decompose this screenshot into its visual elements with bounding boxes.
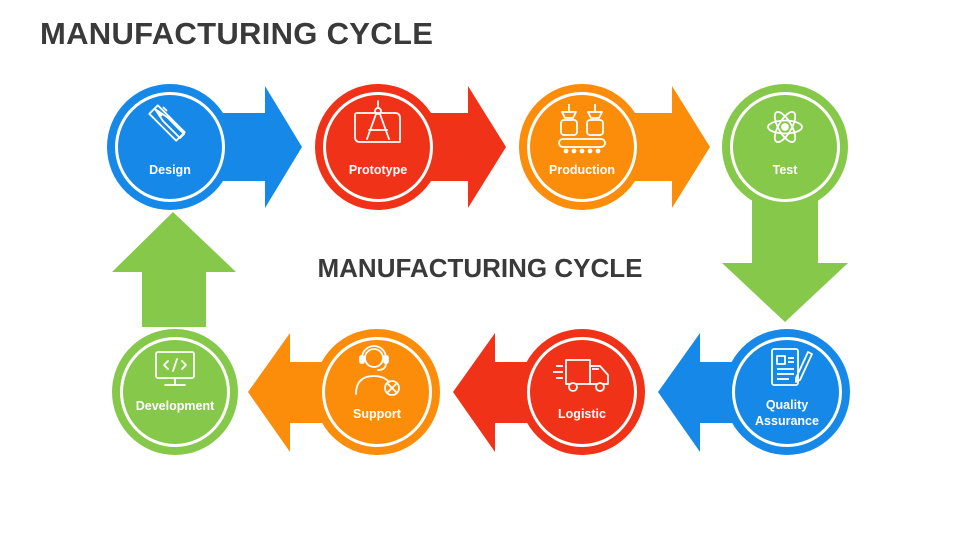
step-design: Design [107,84,233,210]
step-label: Production [549,163,615,177]
arrow-logistic-to-support [453,333,538,452]
step-label: Test [773,163,799,177]
step-support: Support [314,329,440,455]
step-label-line-1: Quality [766,398,808,412]
atom-icon [767,111,803,143]
center-title: MANUFACTURING CYCLE [318,253,643,283]
step-label-line-2: Assurance [755,414,819,428]
step-production: Production [519,84,645,210]
step-label: Design [149,163,191,177]
step-logistic: Logistic [519,329,645,455]
arrow-quality-assurance-to-logistic [658,333,740,452]
arrow-development-to-design [112,212,236,327]
delivery-truck-icon [553,359,609,392]
step-label: Logistic [558,407,606,421]
page-title: MANUFACTURING CYCLE [40,16,434,51]
arrow-test-to-quality-assurance [722,200,848,322]
compass-blueprint-icon [354,100,401,143]
step-label: Development [136,399,215,413]
step-quality-assurance: Quality Assurance [724,329,850,455]
step-prototype: Prototype [315,84,441,210]
arrow-production-to-test [628,86,710,208]
robotic-assembly-icon [558,104,606,154]
headset-agent-icon [355,345,400,396]
arrow-support-to-development [248,333,335,452]
pencil-ruler-icon [148,104,186,142]
code-monitor-icon [155,351,195,386]
step-test: Test [722,84,848,210]
certificate-pen-icon [771,348,813,386]
step-label: Prototype [349,163,407,177]
step-development: Development [112,329,238,455]
arrow-design-to-prototype [222,86,302,208]
step-label: Support [353,407,402,421]
arrow-prototype-to-production [425,86,506,208]
